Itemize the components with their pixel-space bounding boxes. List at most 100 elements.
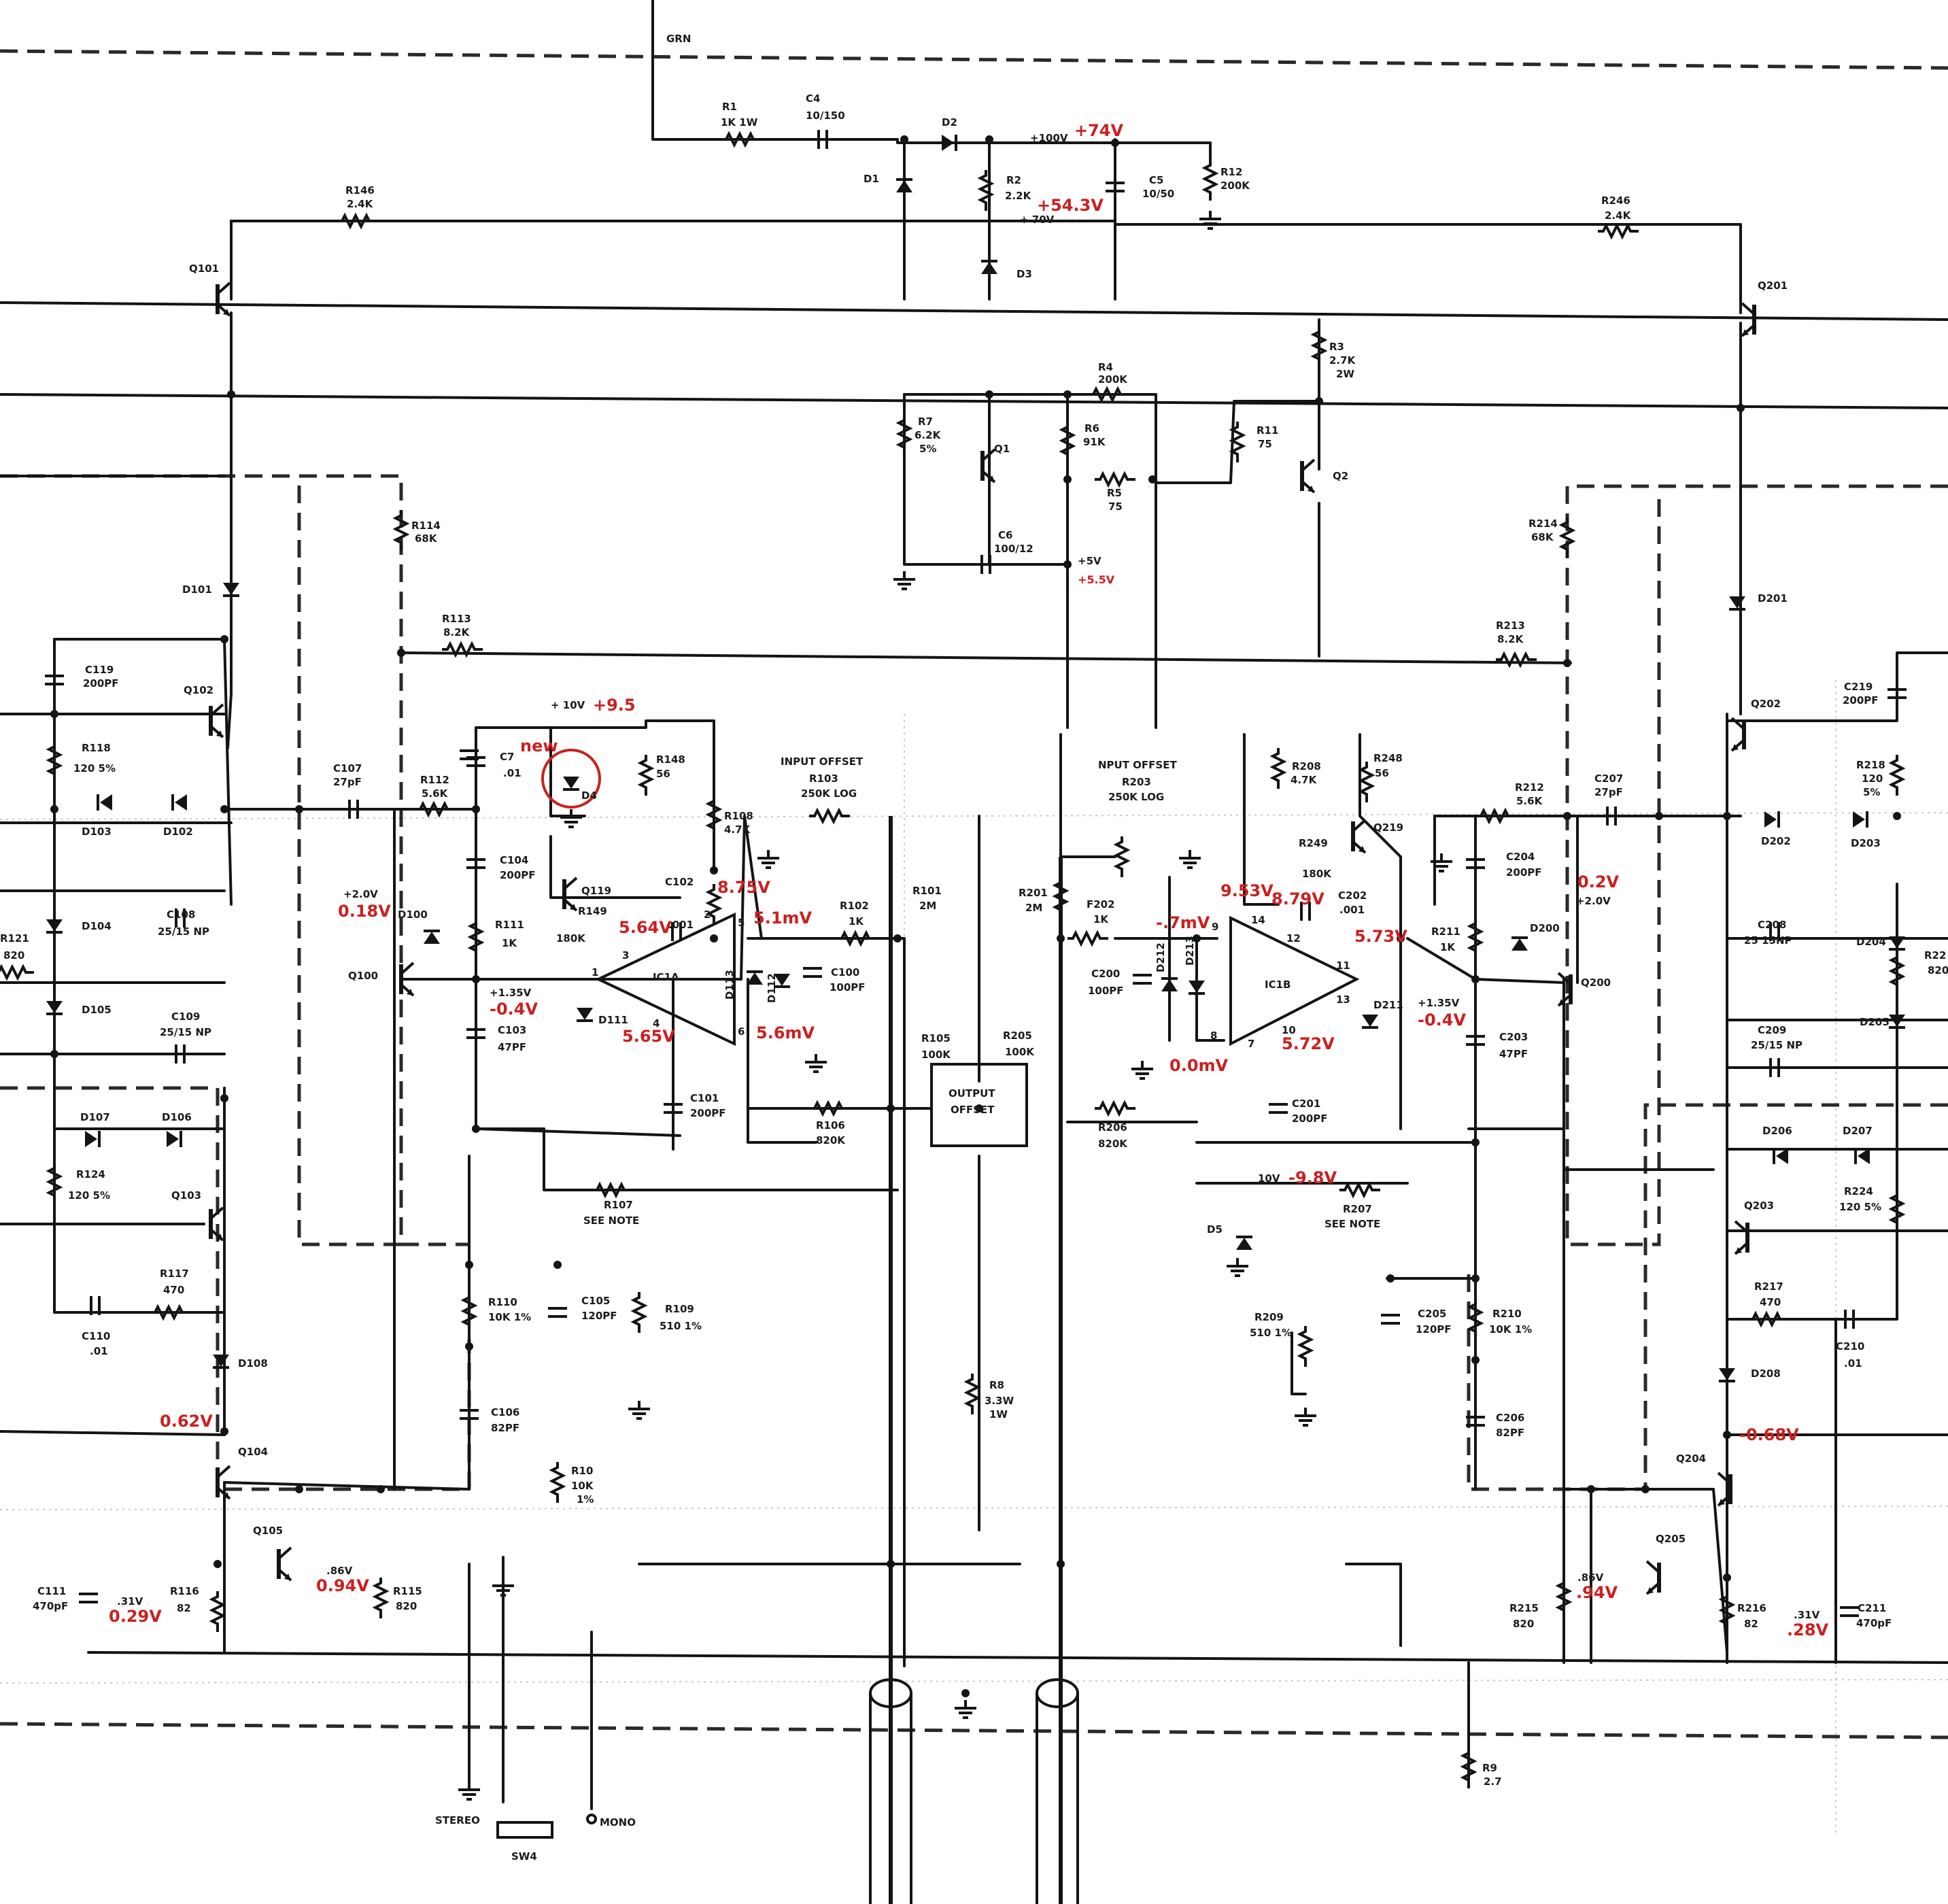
meas-v70: +54.3V <box>1037 196 1104 215</box>
label-r211-val: 1K <box>1440 941 1456 953</box>
label-ic1b: IC1B <box>1265 979 1291 991</box>
label-d106: D106 <box>162 1111 192 1123</box>
label-c211-val: 470pF <box>1856 1617 1892 1629</box>
label-r106: R106 <box>816 1119 845 1132</box>
label-c104-val: 200PF <box>500 869 536 881</box>
label-q205: Q205 <box>1656 1533 1686 1545</box>
label-v70: + 70V <box>1020 214 1055 226</box>
label-c206-val: 82PF <box>1496 1427 1524 1439</box>
meas-018: 0.18V <box>338 902 391 921</box>
label-q100: Q100 <box>348 970 378 982</box>
label-d205: D205 <box>1860 1016 1890 1028</box>
label-c207: C207 <box>1594 772 1623 785</box>
meas-04a: -0.4V <box>490 1000 538 1019</box>
meas-v10: +9.5 <box>593 696 636 715</box>
label-r214-val: 68K <box>1531 531 1554 543</box>
label-v31a: .31V <box>117 1595 143 1608</box>
label-r111-val: 1K <box>502 937 517 949</box>
label-r9-val: 2.7 <box>1484 1775 1502 1788</box>
meas-56mv: 5.6mV <box>756 1023 815 1042</box>
label-q202: Q202 <box>1751 698 1781 710</box>
meas-875: 8.75V <box>717 878 770 897</box>
label-c204: C204 <box>1506 851 1535 863</box>
label-r111: R111 <box>495 919 524 931</box>
label-c103: C103 <box>498 1024 526 1036</box>
label-d206: D206 <box>1762 1125 1792 1137</box>
label-q219: Q219 <box>1373 821 1403 834</box>
label-r149: R149 <box>578 905 607 917</box>
label-c6: C6 <box>998 529 1012 541</box>
label-c203: C203 <box>1499 1031 1528 1043</box>
label-r109: R109 <box>665 1303 694 1315</box>
meas-98: -9.8V <box>1288 1168 1337 1187</box>
label-r101-val: 2M <box>919 900 936 912</box>
label-r11-val: 75 <box>1258 438 1272 450</box>
label-r4-val: 200K <box>1098 373 1128 386</box>
label-r221-val: 820 <box>1928 964 1948 976</box>
label-d204: D204 <box>1856 936 1886 948</box>
label-d103: D103 <box>82 826 112 838</box>
meas-51mv: 5.1mV <box>753 908 813 928</box>
meas-28: .28V <box>1787 1620 1829 1639</box>
label-r214: R214 <box>1528 517 1558 530</box>
label-r248-val: 56 <box>1375 767 1389 779</box>
label-d111: D111 <box>598 1014 628 1026</box>
label-r224: R224 <box>1844 1185 1873 1197</box>
label-r7-tol: 5% <box>919 443 936 455</box>
label-r117: R117 <box>160 1268 189 1280</box>
label-r112: R112 <box>420 774 449 786</box>
meas-94: .94V <box>1576 1583 1618 1602</box>
label-c4-val: 10/150 <box>806 109 845 122</box>
label-r148: R148 <box>656 753 685 766</box>
opamps <box>595 912 1360 1047</box>
pin-6: 6 <box>738 1025 745 1038</box>
pin-1: 1 <box>592 966 598 979</box>
label-r10-val: 10K <box>571 1480 594 1492</box>
label-r218: R218 <box>1856 759 1885 771</box>
label-d201: D201 <box>1758 592 1788 605</box>
label-c108-val: 25/15 NP <box>158 925 209 938</box>
label-c209: C209 <box>1758 1024 1786 1036</box>
meas-02: 0.2V <box>1577 872 1620 891</box>
label-r215: R215 <box>1509 1602 1539 1614</box>
label-c200: C200 <box>1091 968 1120 980</box>
label-c210-val: .01 <box>1844 1357 1862 1370</box>
label-r7: R7 <box>918 415 933 428</box>
label-d208: D208 <box>1751 1367 1781 1380</box>
label-r146: R146 <box>345 184 375 197</box>
label-r213-val: 8.2K <box>1497 633 1524 645</box>
label-d5: D5 <box>1207 1223 1223 1236</box>
label-q200: Q200 <box>1581 976 1611 989</box>
label-r212-val: 5.6K <box>1516 795 1543 807</box>
label-r121-val: 820 <box>3 949 24 962</box>
label-q104: Q104 <box>238 1446 268 1458</box>
label-d212: D212 <box>1155 942 1167 972</box>
label-c107: C107 <box>333 762 362 775</box>
pin-12: 12 <box>1286 932 1301 945</box>
label-d1: D1 <box>864 173 879 185</box>
label-r107-note: SEE NOTE <box>583 1214 639 1227</box>
label-d200: D200 <box>1530 922 1560 934</box>
note-new: new <box>520 736 558 755</box>
label-q101: Q101 <box>189 262 219 275</box>
label-d112: D112 <box>766 973 778 1003</box>
label-c202-val: .001 <box>1339 904 1365 916</box>
label-r211: R211 <box>1431 925 1460 938</box>
label-r5-val: 75 <box>1108 500 1123 513</box>
pin-5: 5 <box>738 917 745 929</box>
label-r206-val: 820K <box>1098 1138 1128 1150</box>
label-r103-val: 250K LOG <box>801 787 857 800</box>
label-r205-val: 100K <box>1005 1046 1035 1058</box>
label-c109-val: 25/15 NP <box>160 1026 211 1038</box>
output-offset-box <box>930 1063 1028 1147</box>
pin-13: 13 <box>1336 993 1350 1006</box>
label-q2: Q2 <box>1333 470 1348 482</box>
label-r206: R206 <box>1098 1121 1127 1134</box>
label-d101: D101 <box>182 583 212 596</box>
label-c105: C105 <box>581 1295 610 1307</box>
resistors <box>0 133 1904 1790</box>
label-r113: R113 <box>442 613 471 625</box>
label-r118-val: 120 5% <box>73 762 116 775</box>
label-v86a: .86V <box>326 1565 353 1577</box>
meas-879: 8.79V <box>1271 889 1325 908</box>
